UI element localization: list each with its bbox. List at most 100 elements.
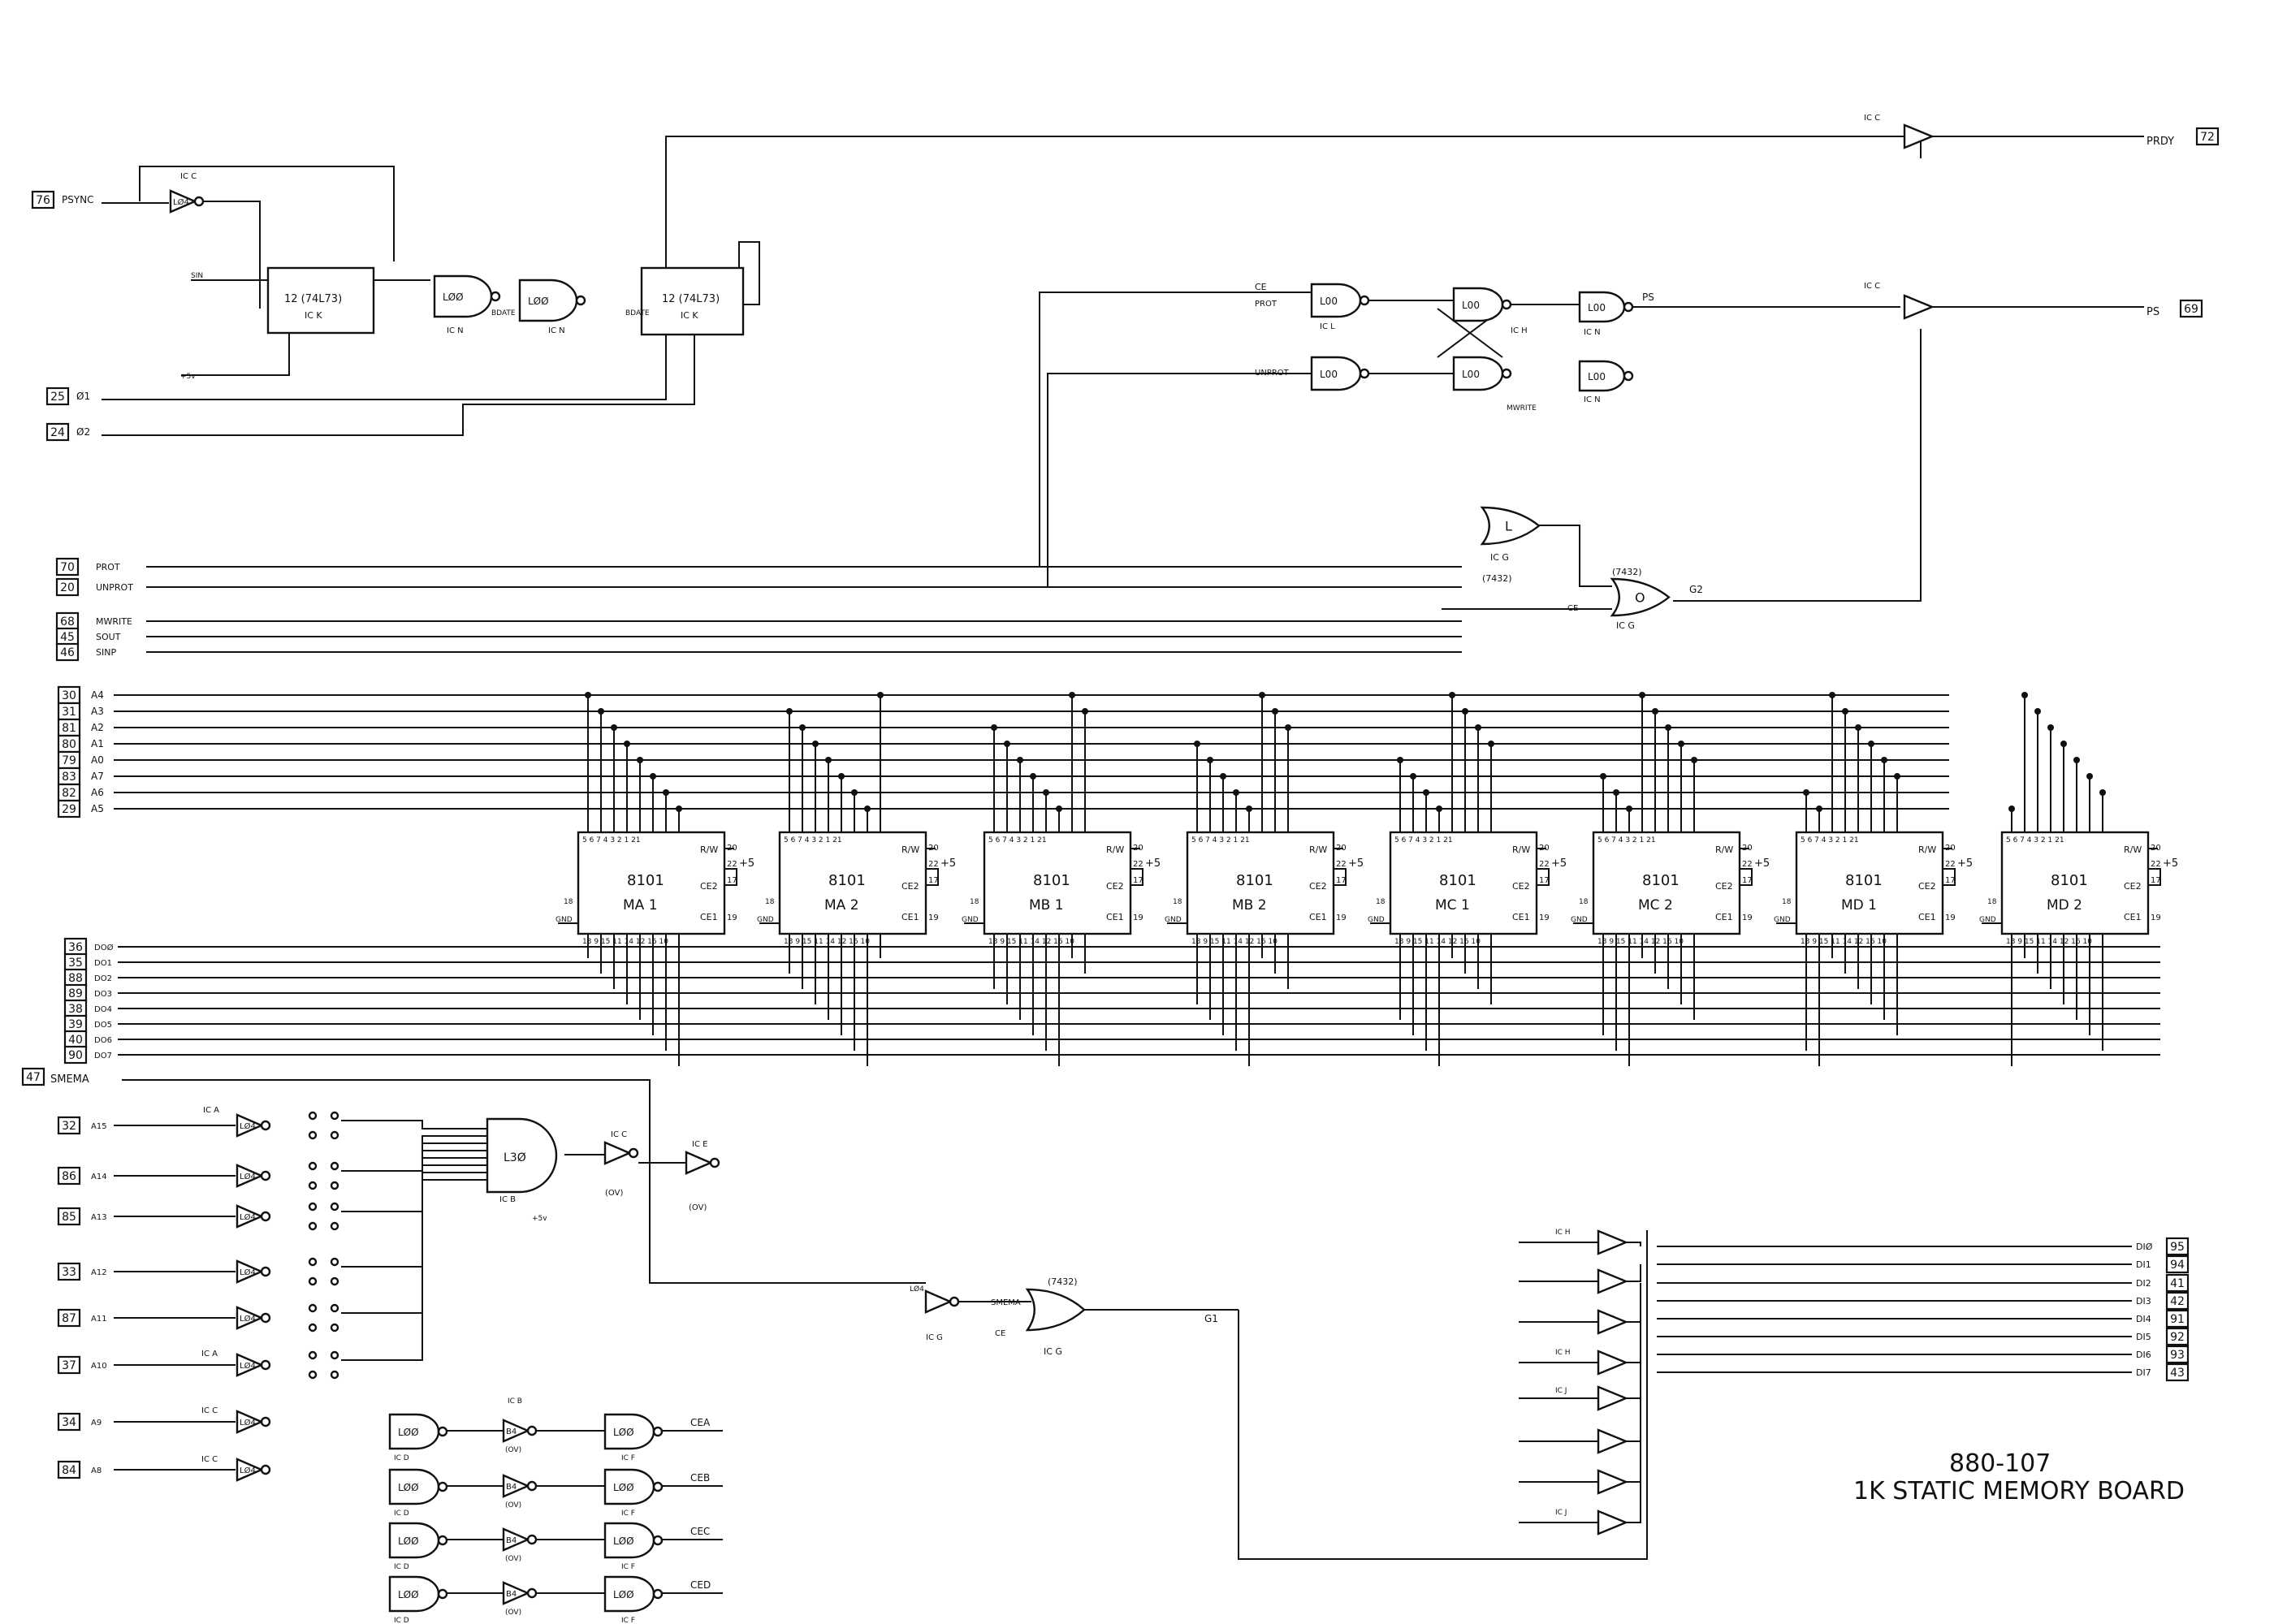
- switch-contact: [308, 1276, 318, 1286]
- pin-a11-number: 87: [62, 1312, 76, 1325]
- icd-tag-2: IC D: [394, 1563, 409, 1571]
- prdy-wire: [665, 136, 1913, 268]
- junction-dot: [1017, 757, 1023, 763]
- ica-tag-1: IC A: [203, 1106, 219, 1115]
- chip-ref-md1: MD 1: [1841, 897, 1877, 914]
- g1-tag: G1: [1204, 1313, 1218, 1324]
- pin-a13-box: [57, 1207, 81, 1226]
- decoder-output-ceb: CEB: [690, 1472, 710, 1484]
- chip-ce1-md2: CE1: [2124, 912, 2142, 922]
- buffer-prdy: [1903, 123, 1935, 149]
- switch-contact: [330, 1276, 339, 1286]
- pin-a2-number: 81: [62, 722, 76, 735]
- chip-top-pins-mc2: 5 6 7 4 3 2 1 21: [1597, 836, 1656, 844]
- junction-dot: [1842, 708, 1848, 715]
- signal-diø: DIØ: [2136, 1242, 2153, 1252]
- junction-dot: [624, 741, 630, 747]
- buffer-ps: [1903, 294, 1935, 320]
- decode-inverter-0-bubble: [526, 1425, 538, 1436]
- pin-a11-box: [57, 1308, 81, 1328]
- chip-p17-ma2: 17: [928, 876, 939, 885]
- pin-di2-box: [2165, 1273, 2190, 1293]
- ov-decode-2: (OV): [505, 1555, 521, 1563]
- switch-contact: [330, 1221, 339, 1231]
- chip-top-pins-mb2: 5 6 7 4 3 2 1 21: [1191, 836, 1250, 844]
- switch-contact: [308, 1111, 318, 1121]
- icn-tag-2: IC N: [548, 326, 565, 335]
- chip-vcc-md2: +5: [2163, 857, 2178, 870]
- g2-tag: G2: [1689, 584, 1703, 595]
- decode-input: [341, 1179, 487, 1361]
- chip-vcc-md1: +5: [1957, 857, 1973, 870]
- chip-bottom-pins-md2: 13 9 15 11 14 12 16 10: [2006, 938, 2092, 946]
- nand-mw-label: L00: [1588, 371, 1606, 382]
- pin-a7-number: 83: [62, 771, 76, 784]
- icb-tag: IC B: [499, 1195, 516, 1204]
- chip-rw-num-ma1: 20: [727, 844, 737, 853]
- pin-unprot-number: 20: [60, 581, 75, 594]
- junction-dot: [1449, 692, 1455, 698]
- junction-dot: [1613, 789, 1619, 796]
- chip-gnd-mb1: GND: [962, 916, 979, 924]
- chip-p19-md1: 19: [1945, 914, 1956, 922]
- ce-nand-2-bubble: [652, 1535, 664, 1546]
- ps-label: PS: [2146, 306, 2159, 318]
- junction-dot: [812, 741, 819, 747]
- chip-part-mc2: 8101: [1642, 872, 1680, 889]
- pin-a3-number: 31: [62, 706, 76, 719]
- pin-ps-box: [2179, 299, 2203, 318]
- signal-a15: A15: [91, 1122, 107, 1131]
- chip-p22-mc1: 22: [1539, 860, 1550, 869]
- chip-part-mb1: 8101: [1033, 872, 1070, 889]
- pin-a5-box: [57, 799, 81, 818]
- pin-do7-number: 90: [68, 1049, 83, 1062]
- pin-a6-number: 82: [62, 787, 76, 800]
- chip-gnd-num-mc2: 18: [1579, 898, 1589, 906]
- chip-rw-ma2: R/W: [901, 844, 919, 855]
- junction-dot: [1652, 708, 1658, 715]
- decode-input: [341, 1164, 487, 1361]
- chip-ref-mc2: MC 2: [1638, 897, 1673, 914]
- decode-inverter-3: [502, 1581, 531, 1605]
- chip-part-md2: 8101: [2051, 872, 2088, 889]
- chip-rw-md2: R/W: [2124, 844, 2142, 855]
- ica-tag-2: IC A: [201, 1350, 218, 1358]
- icc-tag-inv1: IC C: [611, 1130, 627, 1139]
- chip-top-pins-md2: 5 6 7 4 3 2 1 21: [2006, 836, 2064, 844]
- signal-do5: DO5: [94, 1021, 112, 1030]
- chip-ce1-ma1: CE1: [700, 912, 718, 922]
- chip-part-ma1: 8101: [627, 872, 664, 889]
- icl-tag: IC L: [1320, 322, 1335, 331]
- prdy-label: PRDY: [2146, 136, 2174, 148]
- junction-dot: [1194, 741, 1200, 747]
- chip-p22-mb1: 22: [1133, 860, 1143, 869]
- decode-inverter-3-label: B4: [506, 1590, 517, 1599]
- inverter-smema-bubble: [949, 1296, 960, 1307]
- decode-nand-1-bubble: [437, 1481, 448, 1492]
- pin-di7-box: [2165, 1363, 2190, 1382]
- signal-do2: DO2: [94, 974, 112, 983]
- chip-rw-mc2: R/W: [1715, 844, 1733, 855]
- chip-rw-md1: R/W: [1918, 844, 1936, 855]
- psync-loop-wire: [139, 166, 395, 261]
- chip-ce2-tie: [1943, 868, 1956, 886]
- flipflop-2-ic: IC K: [681, 310, 698, 321]
- chip-vcc-mb1: +5: [1145, 857, 1161, 870]
- chip-p19-ma2: 19: [928, 914, 939, 922]
- pin-a14-box: [57, 1166, 81, 1186]
- pin-do2-number: 88: [68, 972, 83, 985]
- chip-gnd-mc1: GND: [1368, 916, 1385, 924]
- signal-a11: A11: [91, 1315, 107, 1324]
- signal-mwrite: MWRITE: [96, 616, 132, 627]
- pin-a0-number: 79: [62, 754, 76, 767]
- signal-a10: A10: [91, 1362, 107, 1371]
- chip-gnd-md1: GND: [1774, 916, 1791, 924]
- decode-input: [341, 1150, 487, 1268]
- chip-ce2-tie: [1740, 868, 1753, 886]
- chip-ref-mb1: MB 1: [1029, 897, 1064, 914]
- or7432-tag-o: (7432): [1612, 567, 1642, 577]
- flipflop-1-label: 12 (74L73): [284, 293, 342, 305]
- icg-g1-tag: IC G: [1044, 1346, 1062, 1357]
